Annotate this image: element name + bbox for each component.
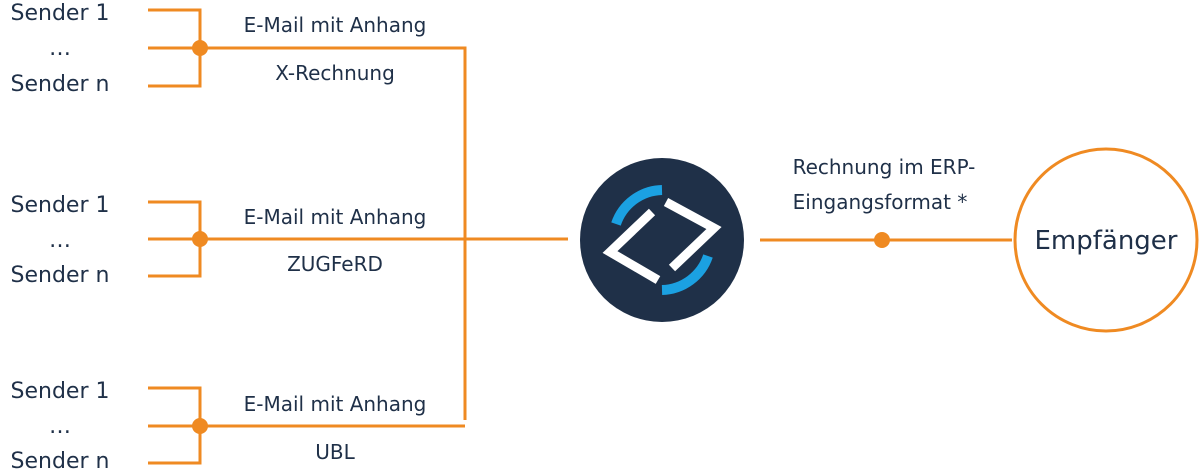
hub xyxy=(580,158,744,322)
output-label: Rechnung im ERP- Eingangsformat * xyxy=(793,155,976,214)
code-brackets-logo-icon xyxy=(602,185,722,295)
output-junction xyxy=(874,232,890,248)
group-1-texts: Sender 1 … Sender n E-Mail mit Anhang X-… xyxy=(11,1,427,97)
output-connector xyxy=(760,232,1012,248)
group-1-channel-label: E-Mail mit Anhang xyxy=(244,13,427,37)
group-2-channel-label: E-Mail mit Anhang xyxy=(244,205,427,229)
output-label-line2: Eingangsformat * xyxy=(793,190,968,214)
group-3-ellipsis: … xyxy=(49,414,71,439)
group-1-ellipsis: … xyxy=(49,36,71,61)
group-1-connectors xyxy=(148,8,467,420)
group-1-sender-last: Sender n xyxy=(11,72,110,97)
group-3-connectors xyxy=(148,386,465,465)
group-3-texts: Sender 1 … Sender n E-Mail mit Anhang UB… xyxy=(11,379,427,472)
group-3-format-label: UBL xyxy=(315,440,355,464)
group-1-sender-first: Sender 1 xyxy=(11,1,110,26)
group-3-junction xyxy=(192,418,208,434)
receiver: Empfänger xyxy=(1013,147,1199,333)
group-2-connectors xyxy=(148,200,568,278)
group-2-ellipsis: … xyxy=(49,228,71,253)
group-2-format-label: ZUGFeRD xyxy=(287,252,383,276)
group-1-trunk xyxy=(148,46,467,420)
group-1-junction xyxy=(192,40,208,56)
group-2-sender-last: Sender n xyxy=(11,263,110,288)
output-label-line1: Rechnung im ERP- xyxy=(793,155,976,179)
receiver-circle xyxy=(1013,147,1199,333)
hub-circle xyxy=(580,158,744,322)
receiver-label: Empfänger xyxy=(1034,226,1177,256)
group-3-sender-first: Sender 1 xyxy=(11,379,110,404)
group-2-junction xyxy=(192,231,208,247)
group-1-format-label: X-Rechnung xyxy=(275,61,395,85)
group-2-sender-first: Sender 1 xyxy=(11,193,110,218)
group-3-channel-label: E-Mail mit Anhang xyxy=(244,392,427,416)
group-2-texts: Sender 1 … Sender n E-Mail mit Anhang ZU… xyxy=(11,193,427,288)
group-3-sender-last: Sender n xyxy=(11,449,110,472)
